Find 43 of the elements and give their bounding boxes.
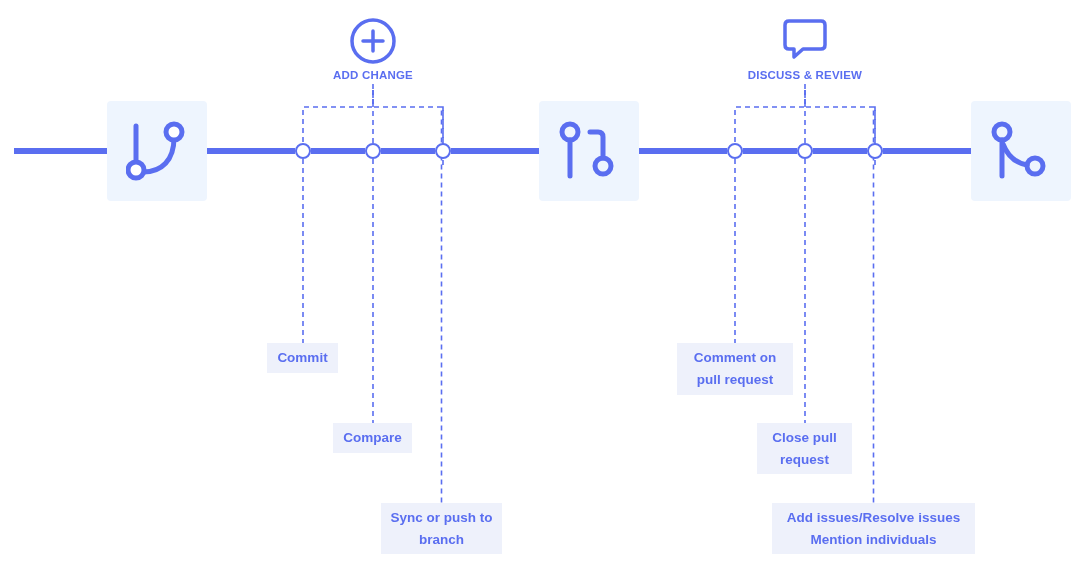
timeline-node — [727, 143, 743, 159]
timeline-line — [813, 148, 867, 154]
timeline-node — [797, 143, 813, 159]
step-label-card — [267, 343, 338, 373]
timeline-line — [207, 148, 295, 154]
step-label: Add issues/Resolve issues — [786, 508, 961, 527]
icon-tile — [107, 101, 207, 201]
timeline-line — [883, 148, 971, 154]
timeline-node — [295, 143, 311, 159]
timeline-node — [867, 143, 883, 159]
icon-tile — [971, 101, 1071, 201]
leader-line — [372, 158, 374, 424]
timeline-node — [365, 143, 381, 159]
step-label-card — [677, 343, 793, 395]
step-label: Comment on pull request — [692, 349, 778, 389]
group-heading: DISCUSS & REVIEW — [747, 69, 863, 81]
leader-line — [804, 89, 876, 144]
timeline-line — [451, 148, 539, 154]
leader-line — [372, 83, 374, 144]
step-label: Compare — [343, 429, 402, 447]
step-label: Commit — [277, 349, 328, 367]
leader-line — [872, 106, 876, 504]
step-label-card — [772, 503, 975, 554]
timeline-line — [639, 148, 727, 154]
leader-line — [804, 83, 806, 144]
timeline-line — [743, 148, 797, 154]
leader-line — [302, 158, 304, 344]
timeline-line — [14, 148, 107, 154]
step-label-card — [333, 423, 412, 453]
leader-line — [440, 106, 444, 504]
step-label: Sync or push to branch — [389, 508, 494, 549]
group-heading: ADD CHANGE — [333, 69, 413, 81]
timeline-line — [311, 148, 365, 154]
step-label: Close pull request — [771, 428, 838, 469]
step-label: Mention individuals — [810, 530, 937, 549]
timeline-line — [381, 148, 435, 154]
step-label-card — [381, 503, 502, 554]
step-label-card — [757, 423, 852, 474]
icon-tile — [539, 101, 639, 201]
timeline-node — [435, 143, 451, 159]
leader-line — [734, 158, 736, 344]
leader-line — [804, 158, 806, 424]
leader-line — [372, 89, 444, 144]
